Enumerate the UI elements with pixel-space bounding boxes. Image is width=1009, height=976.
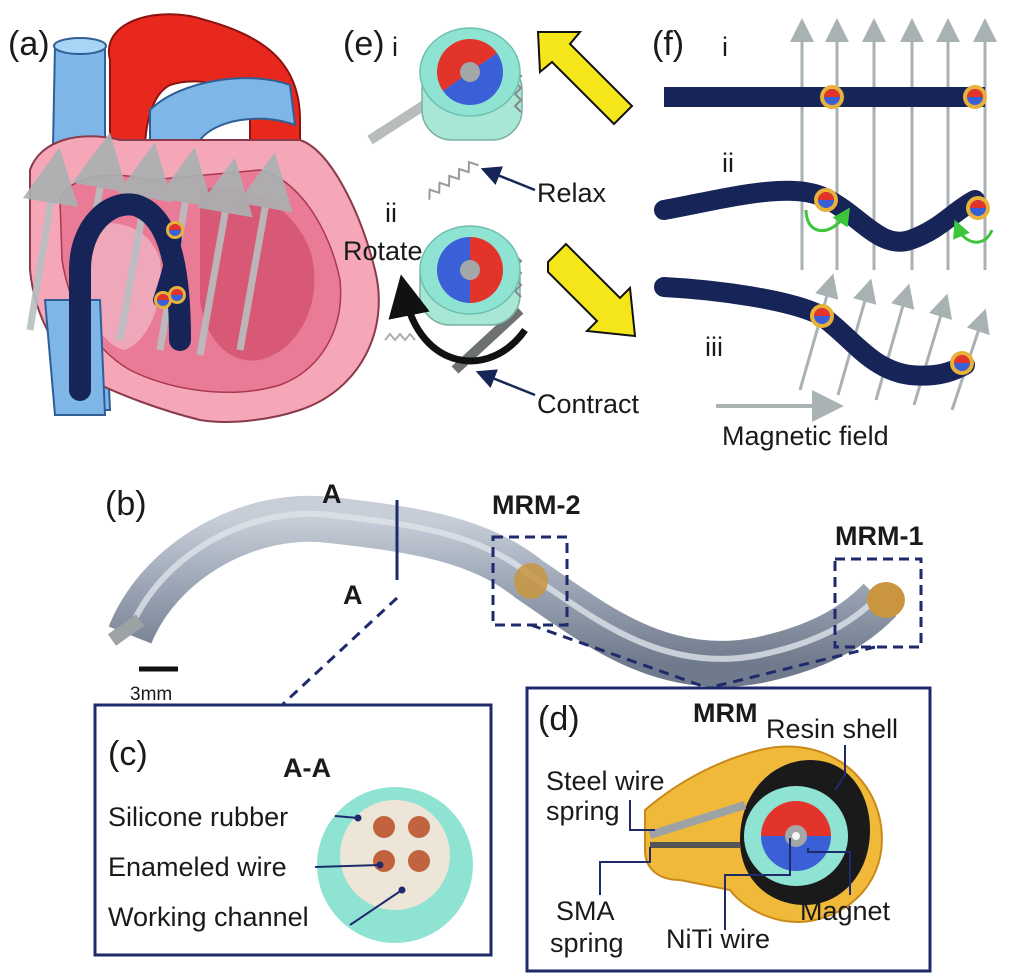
enameled-wire-1: [373, 816, 395, 838]
row-i-magnet-1: [820, 85, 844, 109]
panel-e-label: (e): [343, 25, 385, 63]
yellow-arrow-up: [536, 31, 634, 126]
rotate-arrow: [388, 274, 528, 365]
panel-d: (d) MRM Resin shell Steel wire spring SM…: [525, 686, 932, 973]
sma-label-1: SMA: [556, 896, 615, 926]
mrm2-module: [514, 563, 548, 599]
torque-arrow-1: [804, 207, 850, 233]
sma-label-2: spring: [550, 928, 624, 958]
leader-silicone: [334, 815, 359, 819]
vena-cava-top: [53, 37, 107, 55]
panel-f-step-iii: iii: [705, 332, 723, 362]
row-iii-magnet-1: [810, 304, 834, 328]
steel-wire-spring: [648, 801, 747, 839]
mrm1-label: MRM-1: [835, 521, 924, 551]
leader-working-dot: [398, 886, 406, 894]
contract-magnet: [437, 237, 503, 303]
field-arrows-tilted: [798, 273, 990, 411]
row-iii-magnet-2: [950, 351, 974, 375]
heart-magnet-1: [166, 221, 184, 239]
rotate-label: Rotate: [343, 236, 423, 266]
section-label-top: A: [322, 479, 342, 509]
cross-section-title: A-A: [283, 753, 331, 783]
mrm2-label: MRM-2: [492, 490, 581, 520]
leader-resin: [834, 745, 846, 791]
leader-magnet: [807, 848, 851, 895]
contract-label: Contract: [537, 389, 640, 419]
label-silicone-rubber: Silicone rubber: [108, 802, 288, 832]
torque-arrow-2: [953, 219, 994, 244]
panel-f-label: (f): [652, 25, 684, 63]
panel-a-label: (a): [8, 25, 50, 63]
panel-a: (a): [8, 13, 380, 423]
panel-f-step-ii: ii: [722, 148, 734, 178]
field-legend-label: Magnetic field: [722, 421, 889, 451]
panel-e: (e) i Relax ii Rotate: [343, 25, 640, 419]
catheter-inner-wire: [107, 614, 145, 646]
panel-f: (f) i ii iii: [652, 18, 997, 451]
callout-d-right: [707, 645, 876, 690]
label-working-channel: Working channel: [108, 902, 309, 932]
mrm2-box: [491, 535, 569, 627]
mrm-title: MRM: [693, 698, 757, 728]
leader-enameled: [314, 864, 381, 868]
yellow-arrow-down: [547, 242, 637, 338]
mrm-magnet: [761, 801, 831, 871]
heart-chamber-left: [85, 223, 161, 350]
heart-chamber-right: [200, 187, 315, 361]
steel-wire-spring-label-2: spring: [546, 796, 620, 826]
leader-silicone-dot: [354, 814, 362, 822]
panel-e-step-i: i: [392, 32, 398, 62]
relax-pointer: [480, 166, 536, 192]
relax-sma-spring: [428, 160, 479, 200]
leader-steel: [629, 800, 655, 831]
mrm1-module: [867, 582, 905, 618]
heart-catheter: [69, 193, 191, 401]
row-i-magnet-2: [963, 85, 987, 109]
catheter-tube: [108, 495, 897, 687]
callout-c: [281, 596, 399, 706]
panel-d-label: (d): [538, 700, 580, 738]
leader-working: [349, 889, 403, 926]
panel-f-step-i: i: [722, 32, 728, 62]
section-label-bottom: A: [343, 580, 363, 610]
panel-c: (c) A-A Silicone rubber Enameled wire Wo…: [93, 703, 493, 957]
heart-magnet-3: [168, 286, 186, 304]
callout-d-left: [530, 623, 709, 690]
relax-label: Relax: [537, 178, 607, 208]
rotor-relax: [367, 27, 523, 200]
mrm1-box: [833, 557, 923, 649]
leader-niti: [724, 838, 791, 930]
magnet-label: Magnet: [800, 896, 891, 926]
scale-bar-label: 3mm: [130, 684, 172, 705]
panel-c-label: (c): [108, 735, 148, 773]
niti-wire-label: NiTi wire: [666, 924, 770, 954]
resin-shell-label: Resin shell: [766, 714, 898, 744]
rotor-contract: [384, 225, 524, 374]
panel-b: (b) A A MRM-2 MRM-1 3mm: [105, 479, 924, 706]
enameled-wire-3: [373, 850, 395, 872]
steel-wire-spring-label-1: Steel wire: [546, 766, 665, 796]
contract-sma-spring: [384, 332, 416, 342]
leader-sma: [599, 847, 651, 895]
panel-b-label: (b): [105, 485, 147, 523]
enameled-wire-4: [408, 850, 430, 872]
heart-magnet-2: [154, 291, 172, 309]
contract-pointer: [475, 369, 536, 397]
relax-magnet: [437, 39, 503, 105]
row-ii-magnet-1: [814, 188, 838, 212]
label-enameled-wire: Enameled wire: [108, 852, 287, 882]
catheter-row-iii: [654, 277, 975, 386]
panel-e-step-ii: ii: [385, 198, 397, 228]
leader-enameled-dot: [376, 861, 384, 869]
enameled-wire-2: [408, 816, 430, 838]
catheter-row-ii: [654, 180, 985, 252]
row-ii-magnet-2: [966, 196, 990, 220]
